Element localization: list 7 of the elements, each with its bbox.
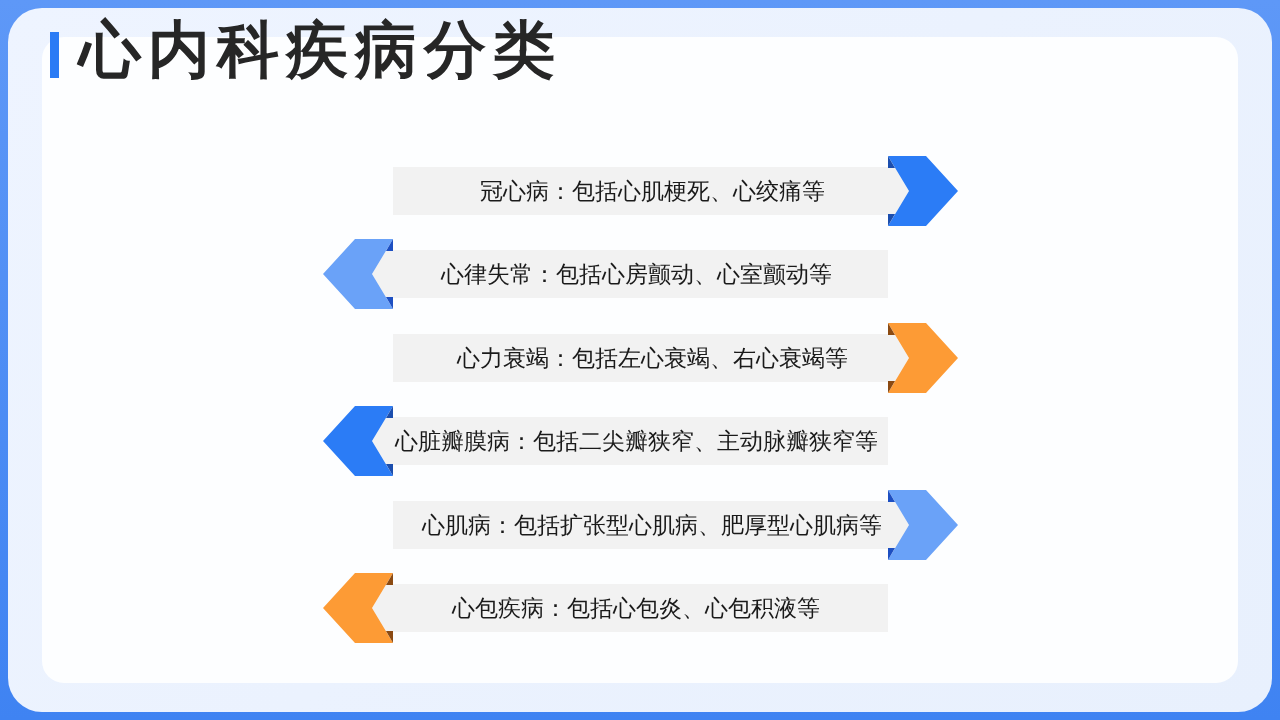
title-text: 心内科疾病分类 xyxy=(79,12,562,88)
category-text: 心包疾病：包括心包炎、心包积液等 xyxy=(452,594,820,623)
category-text: 冠心病：包括心肌梗死、心绞痛等 xyxy=(479,177,825,206)
category-text: 心律失常：包括心房颤动、心室颤动等 xyxy=(440,260,832,290)
category-text: 心肌病：包括扩张型心肌病、肥厚型心肌病等 xyxy=(422,510,882,540)
category-text: 心力衰竭：包括左心衰竭、右心衰竭等 xyxy=(456,343,848,373)
category-text: 心脏瓣膜病：包括二尖瓣狭窄、主动脉瓣狭窄等 xyxy=(394,427,878,457)
